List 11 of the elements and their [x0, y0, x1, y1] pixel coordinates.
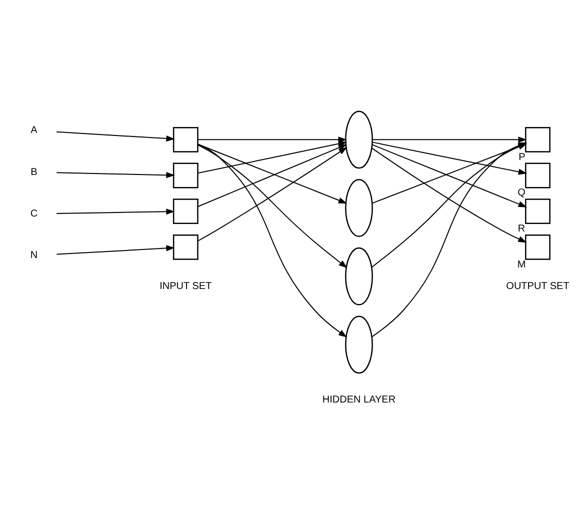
label: INPUT SET	[160, 280, 212, 292]
node-text: C	[30, 208, 38, 219]
node-label: P	[518, 151, 526, 162]
node-label: M	[517, 258, 526, 270]
node-label: Q	[518, 187, 526, 198]
node-label: R	[518, 222, 526, 234]
node-text: N	[30, 250, 38, 261]
label: OUTPUT SET	[506, 280, 570, 292]
node-text: A	[30, 124, 38, 136]
node-text: B	[30, 166, 38, 178]
label: HIDDEN LAYER	[322, 394, 396, 405]
